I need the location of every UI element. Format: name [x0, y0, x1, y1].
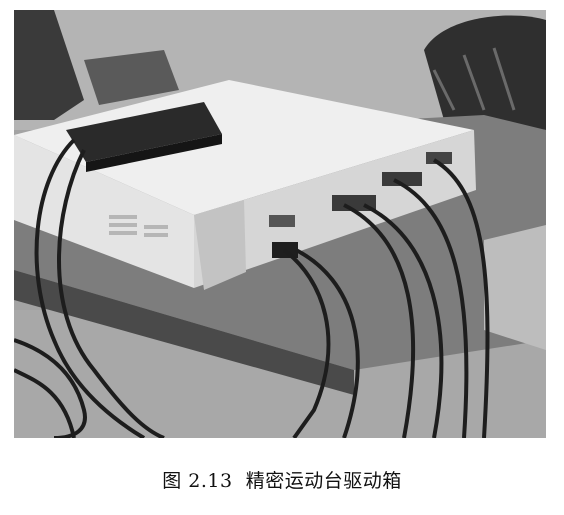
caption-title: 精密运动台驱动箱	[245, 470, 402, 492]
box-front-bracket	[194, 200, 246, 290]
chair-mesh	[432, 47, 516, 111]
device-on-box	[66, 102, 222, 162]
device-edge	[86, 134, 222, 172]
table-edge	[14, 270, 354, 395]
cable-bundle	[14, 138, 490, 438]
figure-photo	[14, 10, 546, 438]
box-top	[14, 80, 474, 215]
caption-gap	[233, 470, 246, 492]
office-chair	[424, 15, 546, 131]
figure-caption: 图 2.13 精密运动台驱动箱	[0, 466, 564, 493]
monitor-stand	[14, 10, 84, 120]
caption-label: 图 2.13	[162, 470, 233, 492]
box-left-face	[14, 135, 194, 288]
drive-box-photo	[14, 10, 546, 438]
keyboard-shadow	[84, 50, 179, 105]
box-vents	[109, 215, 168, 237]
glass-panel	[484, 225, 546, 350]
